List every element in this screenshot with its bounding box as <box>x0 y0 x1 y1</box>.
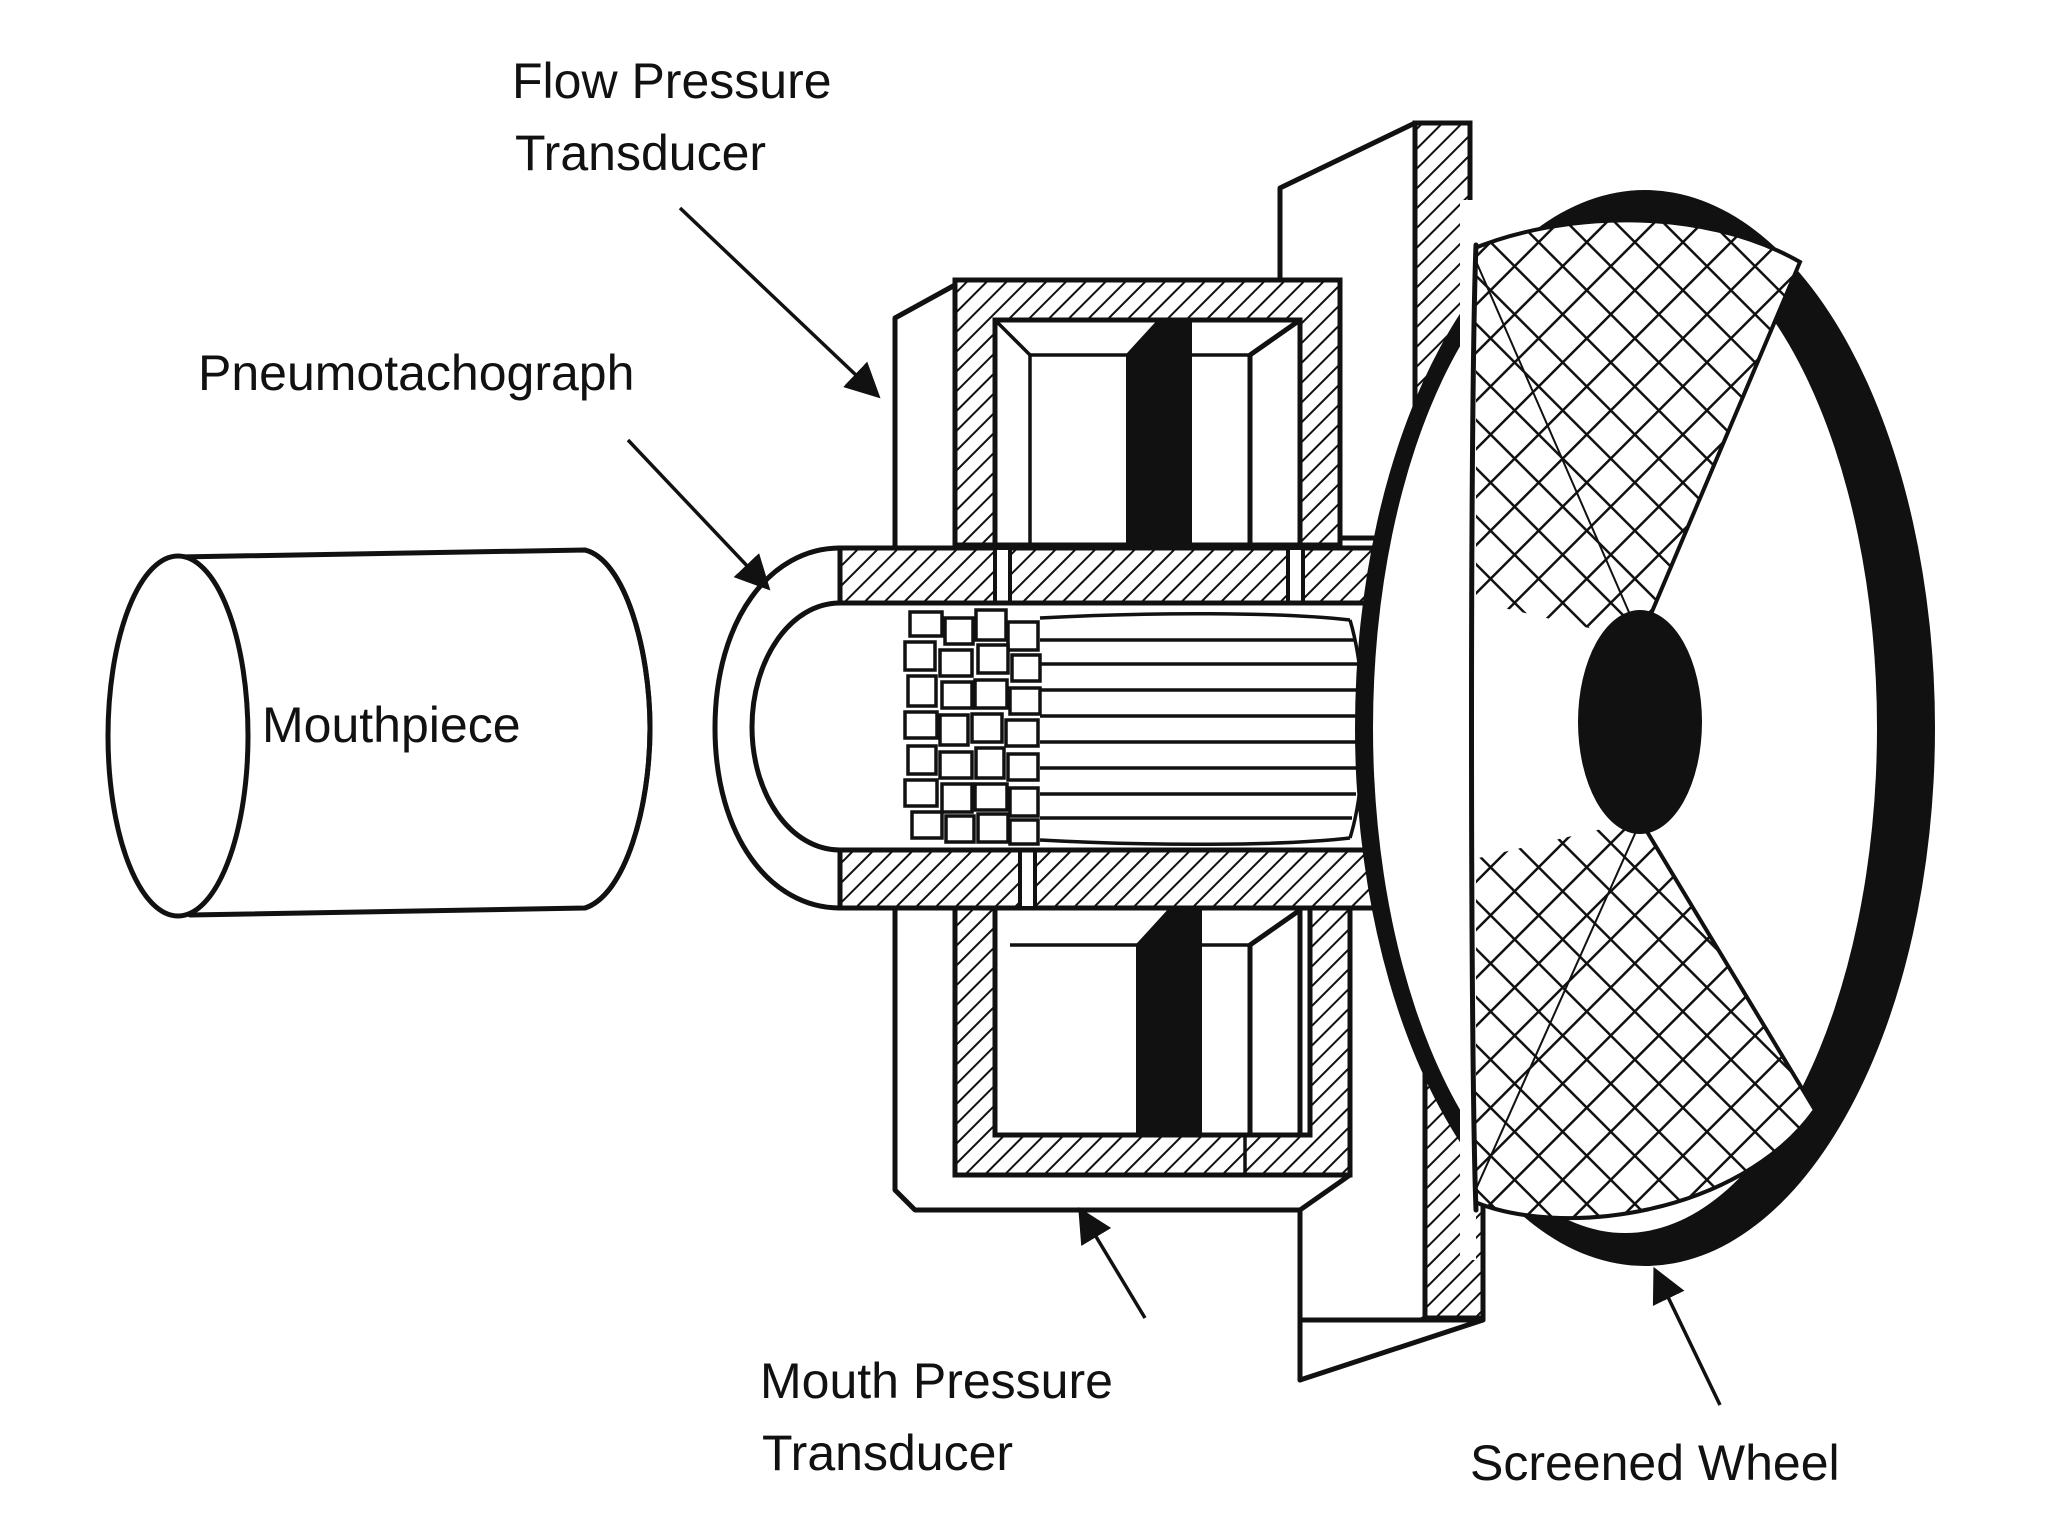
label-mouth-pressure-transducer-1: Mouth Pressure <box>760 1353 1113 1409</box>
label-screened-wheel: Screened Wheel <box>1470 1435 1840 1491</box>
mouthpiece <box>105 547 653 919</box>
arrow-flow-pressure-transducer <box>678 206 881 399</box>
label-flow-pressure-transducer-2: Transducer <box>515 125 766 181</box>
arrow-pneumotachograph <box>626 438 771 591</box>
label-mouthpiece: Mouthpiece <box>262 697 521 753</box>
capillary-screen <box>903 608 1042 846</box>
screened-wheel <box>1355 190 1935 1266</box>
arrow-mouth-pressure-transducer <box>1078 1207 1147 1319</box>
label-mouth-pressure-transducer-2: Transducer <box>762 1425 1013 1481</box>
flow-pressure-transducer-housing <box>892 277 1343 551</box>
label-pneumotachograph: Pneumotachograph <box>198 345 634 401</box>
capillary-tubes <box>1039 611 1366 847</box>
mouth-pressure-transducer-housing <box>892 902 1353 1213</box>
arrow-screened-wheel <box>1652 1266 1722 1406</box>
leader-arrows <box>626 206 1722 1406</box>
label-flow-pressure-transducer-1: Flow Pressure <box>512 53 832 109</box>
